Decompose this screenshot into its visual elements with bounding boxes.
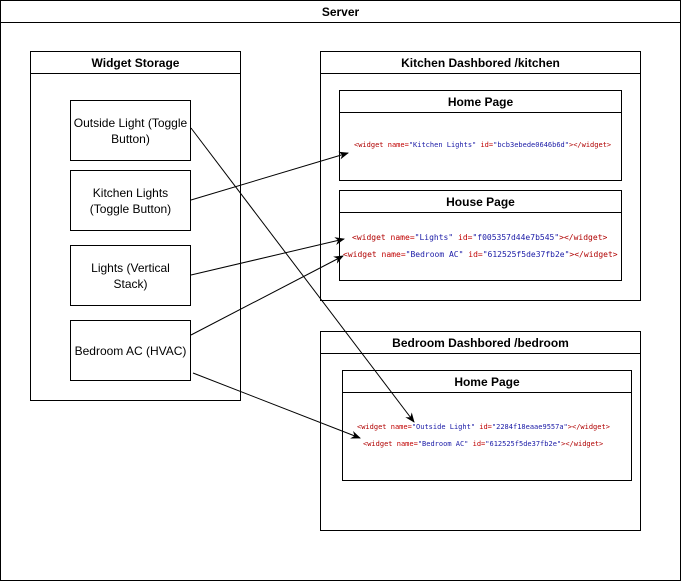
kitchen-home-page-title: Home Page <box>340 91 621 113</box>
widget-code-line: <widget name="Bedroom AC" id="612525f5de… <box>363 440 604 448</box>
bedroom-home-page: Home Page <widget name="Outside Light" i… <box>342 370 632 481</box>
widget-code-line: <widget name="Outside Light" id="2284f18… <box>357 423 610 431</box>
widget-code-line: <widget name="Bedroom AC" id="612525f5de… <box>343 250 618 259</box>
server-title: Server <box>1 1 680 23</box>
kitchen-house-page: House Page <widget name="Lights" id="f00… <box>339 190 622 281</box>
storage-widget-bedroom-ac[interactable]: Bedroom AC (HVAC) <box>70 320 191 381</box>
widget-code-line: <widget name="Lights" id="f005357d44e7b5… <box>352 233 608 242</box>
kitchen-house-page-title: House Page <box>340 191 621 213</box>
bedroom-home-page-title: Home Page <box>343 371 631 393</box>
storage-widget-kitchen-lights[interactable]: Kitchen Lights (Toggle Button) <box>70 170 191 231</box>
widget-storage-title: Widget Storage <box>31 52 240 74</box>
storage-widget-lights[interactable]: Lights (Vertical Stack) <box>70 245 191 306</box>
widget-code-line: <widget name="Kitchen Lights" id="bcb3eb… <box>354 141 612 149</box>
kitchen-home-page: Home Page <widget name="Kitchen Lights" … <box>339 90 622 181</box>
storage-widget-outside-light[interactable]: Outside Light (Toggle Button) <box>70 100 191 161</box>
bedroom-dashboard-title: Bedroom Dashbored /bedroom <box>321 332 640 354</box>
kitchen-dashboard-title: Kitchen Dashbored /kitchen <box>321 52 640 74</box>
